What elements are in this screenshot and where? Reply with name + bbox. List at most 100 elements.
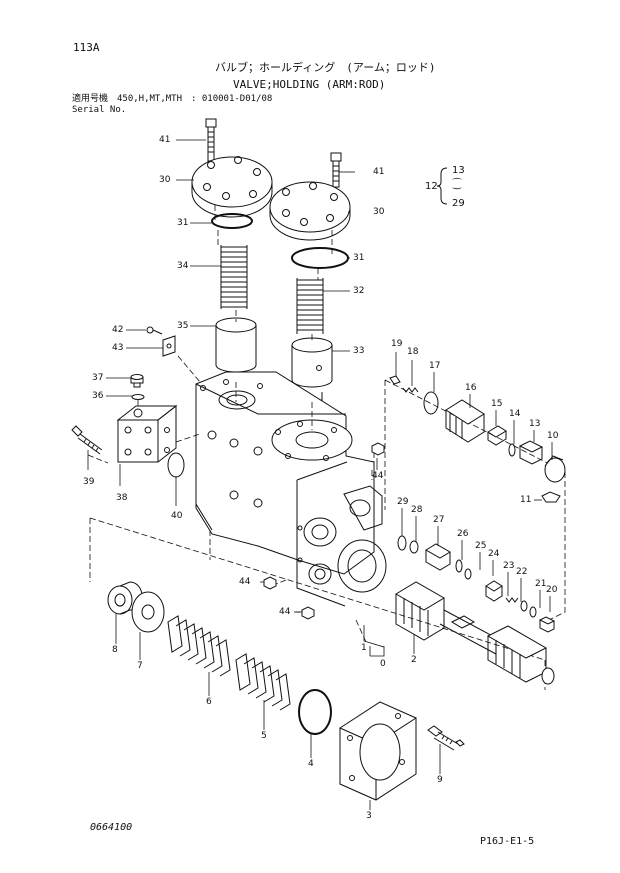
plug-44-upper — [371, 442, 385, 456]
block-38 — [116, 404, 178, 463]
callout-16: 16 — [465, 383, 477, 393]
ring-28 — [409, 540, 419, 554]
bolt-41-left — [205, 118, 217, 162]
callout-10: 10 — [547, 431, 559, 441]
cover-30-left — [191, 156, 273, 218]
callout-28: 28 — [411, 505, 423, 515]
spring-6 — [167, 615, 231, 677]
callout-9: 9 — [437, 775, 443, 785]
o-ring-4 — [298, 689, 332, 735]
page-title: VALVE;HOLDING (ARM:ROD) — [233, 78, 386, 91]
cover-30-right — [269, 181, 351, 241]
callout-2: 2 — [411, 655, 417, 665]
bolt-9 — [427, 725, 465, 751]
callout-31-right: 31 — [353, 253, 365, 263]
callout-40: 40 — [171, 511, 183, 521]
o-ring-29 — [397, 535, 407, 551]
seal-11 — [541, 491, 561, 503]
callout-19: 19 — [391, 339, 403, 349]
callout-24: 24 — [488, 549, 500, 559]
o-ring-40 — [167, 452, 185, 478]
spring-23 — [505, 597, 519, 603]
spring-5 — [235, 653, 291, 711]
callout-26: 26 — [457, 529, 469, 539]
callout-21: 21 — [535, 579, 547, 589]
callout-6: 6 — [206, 697, 212, 707]
spring-34-left — [220, 245, 248, 309]
callout-38: 38 — [116, 493, 128, 503]
callout-13: 13 — [529, 419, 541, 429]
spool-15 — [487, 425, 507, 446]
callout-33: 33 — [353, 346, 365, 356]
callout-32: 32 — [353, 286, 365, 296]
callout-42: 42 — [112, 325, 124, 335]
callout-8: 8 — [112, 645, 118, 655]
callout-0: 0 — [380, 659, 386, 669]
plug-44-mid — [263, 576, 277, 590]
callout-37: 37 — [92, 373, 104, 383]
ring-22 — [520, 600, 528, 612]
callout-5: 5 — [261, 731, 267, 741]
page-reference: P16J-E1-5 — [480, 836, 535, 847]
group-to: 29 — [452, 198, 465, 209]
bolt-39 — [71, 425, 103, 455]
callout-1: 1 — [361, 643, 367, 653]
callout-7: 7 — [137, 661, 143, 671]
callout-41-right: 41 — [373, 167, 385, 177]
callout-35: 35 — [177, 321, 189, 331]
callout-27: 27 — [433, 515, 445, 525]
callout-15: 15 — [491, 399, 503, 409]
group-separator: ⁐ — [453, 179, 462, 190]
bolt-41-right — [330, 152, 342, 188]
callout-44-upper: 44 — [372, 471, 384, 481]
plug-37 — [130, 374, 144, 388]
sleeve-16 — [445, 399, 485, 443]
screw-42 — [146, 326, 163, 335]
document-number: 0664100 — [90, 822, 133, 833]
callout-11: 11 — [520, 495, 532, 505]
nut-13 — [518, 440, 544, 465]
callout-43: 43 — [112, 343, 124, 353]
washer-7 — [131, 591, 165, 633]
title-japanese: バルブ；ホールディング (アーム；ロッド) — [215, 61, 436, 74]
plate-43 — [162, 335, 176, 357]
assembly-alignment-lines — [87, 205, 566, 690]
applicability-line: 適用号機 450,H,MT,MTH : 010001-D01/08 — [72, 94, 273, 104]
plug-44-lower — [301, 606, 315, 620]
callout-36: 36 — [92, 391, 104, 401]
callout-30-right: 30 — [373, 207, 385, 217]
leader-lines — [87, 139, 553, 810]
group-number: 12 — [425, 181, 438, 192]
washer-14 — [508, 443, 516, 457]
o-ring-31-right — [291, 247, 349, 269]
page-code: 113A — [73, 41, 100, 54]
ring-25 — [464, 568, 472, 580]
callout-41-left: 41 — [159, 135, 171, 145]
callout-14: 14 — [509, 409, 521, 419]
callout-31-left: 31 — [177, 218, 189, 228]
callout-39: 39 — [83, 477, 95, 487]
spring-32-right — [296, 278, 324, 334]
o-ring-17 — [423, 391, 439, 415]
serial-label: Serial No. — [72, 105, 127, 115]
cap-10 — [544, 455, 566, 483]
o-ring-31-left — [211, 213, 253, 229]
check-valve-27 — [425, 543, 451, 571]
piston-35-left — [215, 317, 257, 381]
spring-18 — [402, 387, 419, 393]
valve-body — [195, 371, 387, 607]
callout-20: 20 — [546, 585, 558, 595]
callout-17: 17 — [429, 361, 441, 371]
callout-3: 3 — [366, 811, 372, 821]
callout-25: 25 — [475, 541, 487, 551]
callout-34: 34 — [177, 261, 189, 271]
piston-24 — [485, 580, 503, 602]
group-brace — [436, 167, 448, 205]
ring-21 — [529, 606, 537, 618]
callout-44-lower: 44 — [279, 607, 291, 617]
callout-23: 23 — [503, 561, 515, 571]
spool-2 — [395, 581, 555, 685]
ring-26 — [455, 559, 463, 573]
callout-18: 18 — [407, 347, 419, 357]
